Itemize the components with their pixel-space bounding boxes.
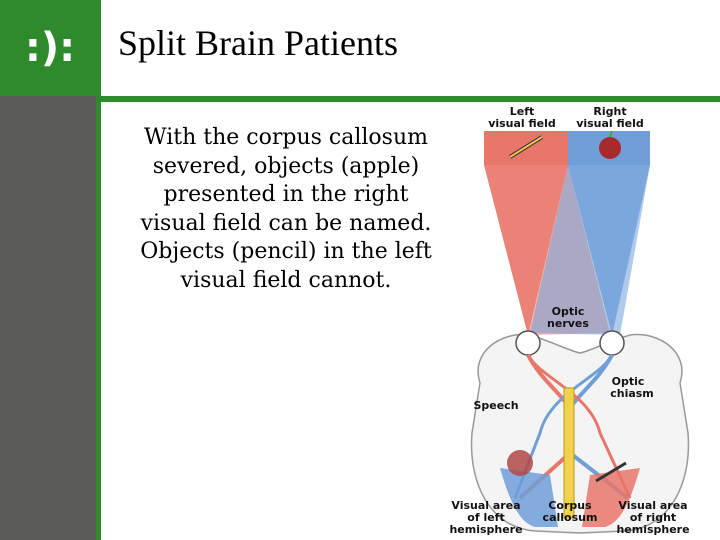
split-brain-diagram: Left visual field Right visual field Opt… [449, 105, 689, 536]
right-visual-area [582, 468, 640, 527]
svg-text:of left: of left [467, 511, 504, 524]
svg-text:hemisphere: hemisphere [616, 523, 689, 536]
svg-text:callosum: callosum [543, 511, 598, 524]
title-underline [96, 96, 720, 102]
body-line: With the corpus callosum [144, 125, 428, 150]
speech-label: Speech [473, 399, 518, 412]
body-line: severed, objects (apple) [152, 153, 420, 179]
svg-text:visual field: visual field [488, 117, 556, 130]
visual-area-left-label: Visual area [451, 499, 520, 512]
left-field-label: Left [510, 105, 535, 118]
svg-text:visual field: visual field [576, 117, 644, 130]
visual-area-right-label: Visual area [618, 499, 687, 512]
svg-text:of right: of right [630, 511, 676, 524]
svg-text:chiasm: chiasm [610, 387, 654, 400]
left-visual-area [500, 468, 558, 527]
apple-icon [599, 130, 621, 159]
slide-title: Split Brain Patients [118, 23, 399, 63]
logo: :): [0, 0, 100, 96]
optic-chiasm-label: Optic [612, 375, 645, 388]
accent-strip [96, 0, 101, 540]
corpus-callosum-label: Corpus [548, 499, 592, 512]
right-eye-icon [599, 330, 625, 356]
body-line: visual field cannot. [180, 267, 392, 293]
svg-text:nerves: nerves [547, 317, 589, 330]
pencil-icon [508, 135, 544, 159]
optic-nerves-label: Optic [552, 305, 585, 318]
pencil-icon [595, 461, 627, 483]
left-eye-icon [515, 330, 541, 356]
body-line: presented in the right [163, 182, 409, 207]
svg-text:hemisphere: hemisphere [449, 523, 522, 536]
apple-icon [507, 450, 533, 476]
corpus-callosum [563, 387, 575, 519]
right-field-label: Right [593, 105, 626, 118]
body-line: Objects (pencil) in the left [140, 239, 432, 264]
body-line: visual field can be named. [140, 210, 432, 236]
slide-body: With the corpus callosum severed, object… [118, 124, 454, 295]
